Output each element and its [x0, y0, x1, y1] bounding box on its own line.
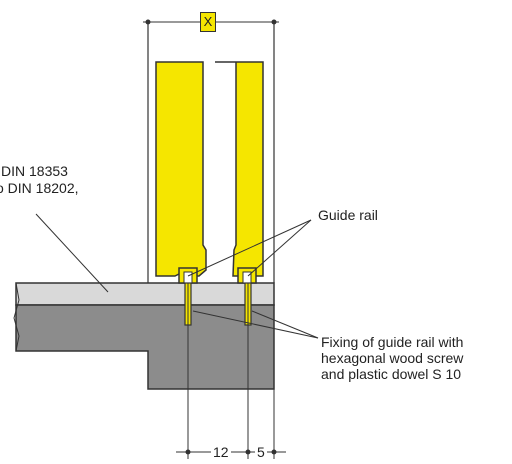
din-leader: [35, 213, 109, 293]
fixing-label-line1: Fixing of guide rail with: [321, 334, 464, 350]
shutter-panel-right: [215, 61, 264, 277]
screed-layer: [15, 282, 275, 306]
bottom-dot-2: [245, 449, 251, 455]
guide-rail-label: Guide rail: [318, 207, 378, 223]
fixing-leader-left: [192, 310, 319, 339]
fixing-leader-right: [251, 310, 319, 339]
fixing-label-line3: and plastic dowel S 10: [321, 366, 462, 382]
bottom-dot-1: [185, 449, 191, 455]
dimension-12: 12: [211, 444, 231, 460]
fixing-label-line2: hexagonal wood screw: [321, 350, 464, 366]
din-label-line2: o DIN 18202,: [0, 180, 79, 196]
break-line: [13, 282, 20, 352]
dimension-5: 5: [255, 444, 267, 460]
bottom-dot-3: [271, 449, 277, 455]
concrete-slab: [15, 304, 275, 390]
guide-rail-leader-right: [247, 219, 312, 277]
dimension-x-marker: X: [200, 12, 216, 32]
rail-slot-right: [242, 271, 252, 284]
din-label-line1: DIN 18353: [1, 163, 68, 179]
rail-slot-left: [183, 271, 193, 284]
shutter-panel-left: [155, 61, 207, 277]
guide-rail-leader-left: [187, 219, 312, 277]
